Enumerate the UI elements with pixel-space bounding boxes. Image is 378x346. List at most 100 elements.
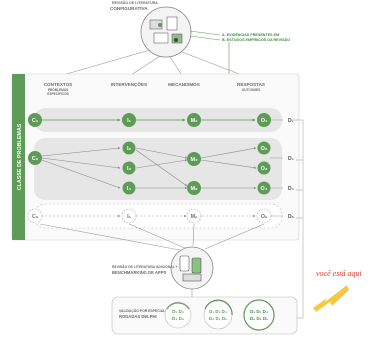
connector-line	[128, 223, 186, 249]
arrow	[41, 159, 121, 189]
node-i1: I₁	[122, 113, 136, 127]
node-m1: M₁	[187, 113, 201, 127]
svg-text:Cₙ: Cₙ	[32, 214, 39, 220]
connector-line	[181, 51, 248, 78]
sidebar-label: CLASSE DE PROBLEMAS	[17, 123, 23, 190]
svg-text:M₂: M₂	[190, 157, 198, 163]
benchmarking-illustration: REVISÃO DE LITERATURA ADICIONAL + BENCHM…	[112, 246, 214, 297]
arrow	[200, 159, 257, 169]
node-o3: O₃	[257, 161, 271, 175]
svg-text:D₁ D₂: D₁ D₂	[172, 309, 184, 314]
svg-text:D₄ D₅ D₆: D₄ D₅ D₆	[250, 316, 268, 321]
svg-text:I₄: I₄	[127, 186, 132, 192]
evidence-note-b: B. ESTUDOS EMPÍRICOS DA REVISÃO	[222, 37, 290, 42]
svg-text:M₁: M₁	[191, 118, 199, 124]
connector-line	[296, 159, 303, 219]
arrow	[135, 149, 188, 187]
arrow	[135, 159, 188, 169]
node-o1: O₁	[257, 113, 271, 127]
person-icon	[174, 38, 178, 42]
svg-text:Mₙ: Mₙ	[191, 214, 199, 220]
main-panel: CLASSE DE PROBLEMAS CONTEXTOS PROBLEMAS …	[11, 73, 304, 319]
person-icon	[158, 23, 162, 27]
design-principle-d1: D₁	[288, 118, 294, 124]
top-title-line1: REVISÃO DE LITERATURA	[112, 0, 158, 5]
connector-line	[39, 223, 181, 251]
evidence-note-a: A. EVIDÊNCIAS PRESENTES EM	[222, 32, 279, 37]
benchmark-line1: REVISÃO DE LITERATURA ADICIONAL +	[112, 264, 178, 269]
svg-text:O₂: O₂	[261, 146, 268, 152]
column-sub-contexts-2: ESPECÍFICOS	[47, 91, 68, 96]
node-m3: M₃	[187, 181, 201, 195]
node-c2: C₂	[28, 151, 42, 165]
arrow	[41, 147, 121, 157]
design-principle-dn: Dₙ	[288, 214, 294, 220]
document-icon	[153, 32, 169, 44]
document-icon	[166, 16, 178, 31]
column-header-responses: RESPOSTAS	[237, 82, 265, 87]
svg-text:I₁: I₁	[127, 118, 132, 124]
column-sub-contexts-1: PROBLEMAS	[48, 88, 68, 92]
svg-text:C₁: C₁	[32, 118, 39, 124]
connector-line	[189, 35, 221, 41]
benchmark-line2: BENCHMARKING DE APPS	[112, 270, 166, 275]
design-principle-d3: D₃	[288, 186, 295, 192]
evaluation-line1: VALIDAÇÃO POR ESPECIALISTAS	[119, 308, 176, 313]
delphi-round-2: D₁ D₂ D₃ D₄ D₅ D₆	[203, 299, 233, 330]
svg-text:D₁ D₂ D₃: D₁ D₂ D₃	[209, 309, 227, 314]
connector-line	[169, 56, 184, 78]
delphi-round-1: D₁ D₂ D₃ D₄	[164, 301, 192, 329]
svg-text:Iₙ: Iₙ	[127, 214, 132, 220]
top-review-illustration: REVISÃO DE LITERATURA CONFIGURATIVA A. E…	[55, 0, 290, 118]
svg-text:M₃: M₃	[190, 186, 198, 192]
evaluation-line2: RODADAS DELPHI	[119, 314, 157, 319]
svg-text:O₄: O₄	[261, 186, 268, 192]
row-band-2	[34, 138, 282, 200]
node-i4: I₄	[122, 181, 136, 195]
node-mn: Mₙ	[186, 208, 202, 224]
column-header-mechanisms: MECANISMOS	[168, 82, 200, 87]
arrow	[135, 147, 188, 159]
node-m2: M₂	[187, 152, 201, 166]
delphi-round-3: D₁ D₂ D₃ D₄ D₅ D₆	[243, 299, 275, 331]
top-title-line2: CONFIGURATIVA	[110, 6, 148, 11]
column-header-interventions: INTERVENÇÕES	[111, 81, 147, 87]
svg-text:I₂: I₂	[127, 146, 132, 152]
node-on: Oₙ	[256, 208, 272, 224]
sidebar	[12, 74, 25, 240]
document-icon	[149, 19, 163, 30]
node-o4: O₄	[257, 181, 271, 195]
column-sub-responses: OUTCOMES	[242, 88, 260, 92]
evaluation-panel: VALIDAÇÃO POR ESPECIALISTAS RODADAS DELP…	[111, 296, 298, 335]
arrow	[200, 147, 257, 159]
bottom-fan-lines	[39, 223, 265, 251]
phone-icon	[191, 257, 202, 274]
node-i2: I₂	[122, 141, 136, 155]
connector-line	[204, 223, 265, 250]
connector-line	[55, 49, 151, 78]
connector-line	[127, 55, 161, 78]
node-cn: Cₙ	[27, 208, 43, 224]
svg-text:D₄ D₅ D₆: D₄ D₅ D₆	[209, 316, 227, 321]
svg-text:O₁: O₁	[261, 118, 268, 124]
arrow	[41, 157, 121, 169]
connector-line	[192, 223, 195, 247]
node-in: Iₙ	[121, 208, 137, 224]
connector-line	[293, 119, 304, 319]
document-icon	[182, 273, 202, 282]
you-are-here-arrow	[313, 285, 349, 312]
svg-text:Oₙ: Oₙ	[261, 214, 268, 220]
node-o2: O₂	[257, 141, 271, 155]
svg-text:D₁ D₂ D₃: D₁ D₂ D₃	[250, 309, 268, 314]
top-review-circle	[140, 6, 192, 58]
node-c1: C₁	[28, 113, 42, 127]
you-are-here-annotation: você está aqui	[316, 269, 362, 278]
design-principle-d2: D₂	[288, 156, 294, 162]
svg-text:I₃: I₃	[127, 166, 132, 172]
connector-line	[189, 30, 221, 36]
svg-text:O₃: O₃	[261, 166, 268, 172]
node-i3: I₃	[122, 161, 136, 175]
phone-icon	[179, 255, 190, 272]
